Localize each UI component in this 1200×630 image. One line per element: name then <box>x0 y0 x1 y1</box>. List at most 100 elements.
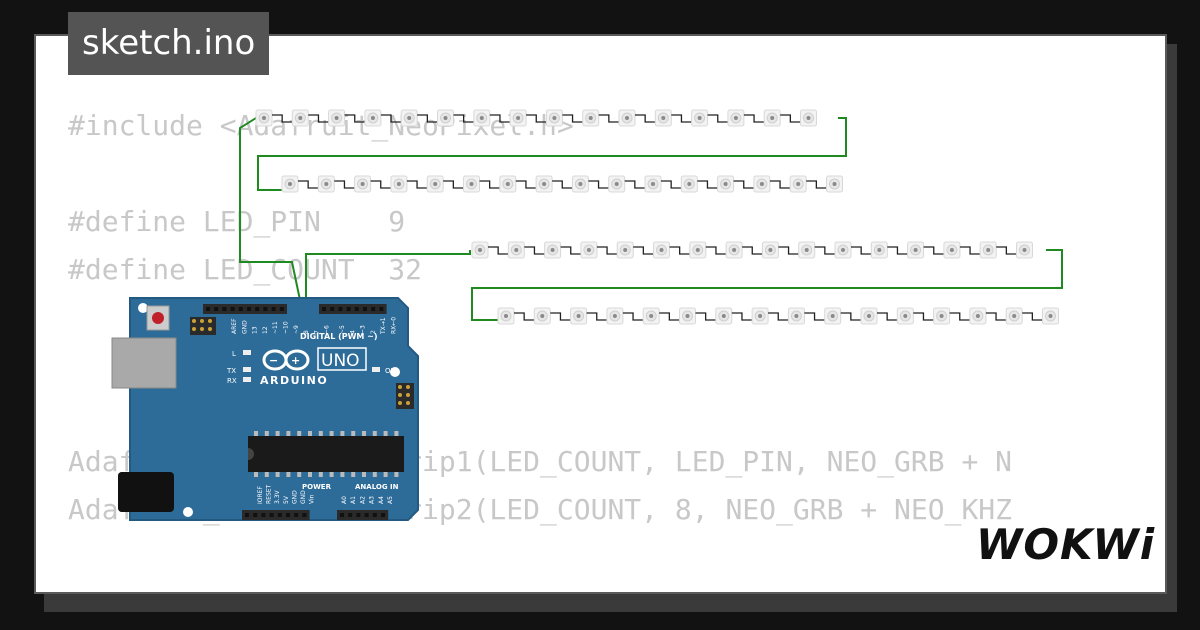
neopixel-led[interactable] <box>691 109 709 127</box>
neopixel-led[interactable] <box>943 241 961 259</box>
neopixel-led[interactable] <box>473 109 491 127</box>
neopixel-led[interactable] <box>471 241 489 259</box>
uno-badge <box>317 347 367 371</box>
neopixel-led[interactable] <box>725 241 743 259</box>
neopixel-led[interactable] <box>751 307 769 325</box>
led-strip-2[interactable] <box>281 175 843 193</box>
neopixel-led[interactable] <box>787 307 805 325</box>
wire[interactable] <box>471 249 1063 321</box>
neopixel-led[interactable] <box>545 109 563 127</box>
file-tab[interactable]: sketch.ino <box>68 12 270 75</box>
pin-label: IOREF <box>257 486 264 504</box>
neopixel-led[interactable] <box>1042 307 1059 325</box>
neopixel-led[interactable] <box>654 109 672 127</box>
neopixel-led[interactable] <box>582 109 600 127</box>
neopixel-led[interactable] <box>606 307 624 325</box>
neopixel-led[interactable] <box>896 307 914 325</box>
neopixel-led[interactable] <box>800 109 817 127</box>
neopixel-led[interactable] <box>717 175 735 193</box>
neopixel-led[interactable] <box>580 241 598 259</box>
led-trace <box>489 114 511 123</box>
neopixel-led[interactable] <box>544 241 562 259</box>
led-trace <box>514 312 535 321</box>
neopixel-led[interactable] <box>644 175 662 193</box>
neopixel-led[interactable] <box>618 109 636 127</box>
led-trace <box>334 180 355 189</box>
neopixel-led[interactable] <box>824 307 842 325</box>
neopixel-led[interactable] <box>571 175 589 193</box>
usb-port-top <box>111 337 177 389</box>
code-line: int ledDelay = 500 <box>68 582 1012 592</box>
on-led-label: ON <box>385 367 396 375</box>
svg-text:+: + <box>291 354 300 367</box>
neopixel-led[interactable] <box>499 175 517 193</box>
pin-label: 3.3V <box>274 489 281 504</box>
led-trace <box>596 246 618 255</box>
neopixel-led[interactable] <box>364 109 382 127</box>
neopixel-led[interactable] <box>680 175 698 193</box>
neopixel-led[interactable] <box>969 307 987 325</box>
wire[interactable] <box>257 117 847 191</box>
neopixel-led[interactable] <box>291 109 309 127</box>
neopixel-led[interactable] <box>1016 241 1033 259</box>
neopixel-led[interactable] <box>860 307 878 325</box>
neopixel-led[interactable] <box>789 175 807 193</box>
led-trace <box>806 180 827 189</box>
pin-label: 2 <box>370 330 377 334</box>
neopixel-led[interactable] <box>834 241 852 259</box>
reset-button-cap[interactable] <box>152 312 164 324</box>
neopixel-led[interactable] <box>761 241 779 259</box>
pin-label: 12 <box>262 326 269 334</box>
neopixel-led[interactable] <box>570 307 588 325</box>
neopixel-led[interactable] <box>354 175 372 193</box>
neopixel-led[interactable] <box>281 175 299 193</box>
led-trace <box>550 312 571 321</box>
pin-label: A0 <box>341 496 348 504</box>
pin-label: ~11 <box>272 321 279 334</box>
neopixel-led[interactable] <box>933 307 951 325</box>
neopixel-led[interactable] <box>400 109 418 127</box>
neopixel-led[interactable] <box>653 241 670 259</box>
wire[interactable] <box>239 117 301 301</box>
led-strip-4[interactable] <box>497 307 1059 325</box>
led-strip-1[interactable] <box>255 109 817 127</box>
led-strip-3[interactable] <box>471 241 1033 259</box>
led-trace <box>598 114 619 123</box>
neopixel-led[interactable] <box>1005 307 1023 325</box>
neopixel-led[interactable] <box>642 307 660 325</box>
neopixel-led[interactable] <box>497 307 515 325</box>
neopixel-led[interactable] <box>907 241 925 259</box>
neopixel-led[interactable] <box>390 175 408 193</box>
led-trace <box>814 246 835 255</box>
led-trace <box>804 312 825 321</box>
neopixel-led[interactable] <box>798 241 816 259</box>
led-trace <box>996 246 1017 255</box>
neopixel-led[interactable] <box>979 241 997 259</box>
neopixel-led[interactable] <box>535 175 553 193</box>
analog-header <box>337 510 389 520</box>
neopixel-led[interactable] <box>328 109 346 127</box>
neopixel-led[interactable] <box>826 175 843 193</box>
wire[interactable] <box>305 250 471 300</box>
neopixel-led[interactable] <box>727 109 745 127</box>
neopixel-led[interactable] <box>255 109 273 127</box>
neopixel-led[interactable] <box>507 241 525 259</box>
neopixel-led[interactable] <box>689 241 707 259</box>
neopixel-led[interactable] <box>437 109 454 127</box>
led-trace <box>443 180 464 189</box>
neopixel-led[interactable] <box>608 175 626 193</box>
neopixel-led[interactable] <box>679 307 696 325</box>
neopixel-led[interactable] <box>426 175 444 193</box>
neopixel-led[interactable] <box>616 241 634 259</box>
led-trace <box>1022 312 1043 321</box>
neopixel-led[interactable] <box>715 307 733 325</box>
neopixel-led[interactable] <box>870 241 888 259</box>
neopixel-led[interactable] <box>533 307 551 325</box>
neopixel-led[interactable] <box>463 175 480 193</box>
neopixel-led[interactable] <box>509 109 527 127</box>
neopixel-led[interactable] <box>763 109 781 127</box>
neopixel-led[interactable] <box>317 175 335 193</box>
neopixel-led[interactable] <box>753 175 771 193</box>
